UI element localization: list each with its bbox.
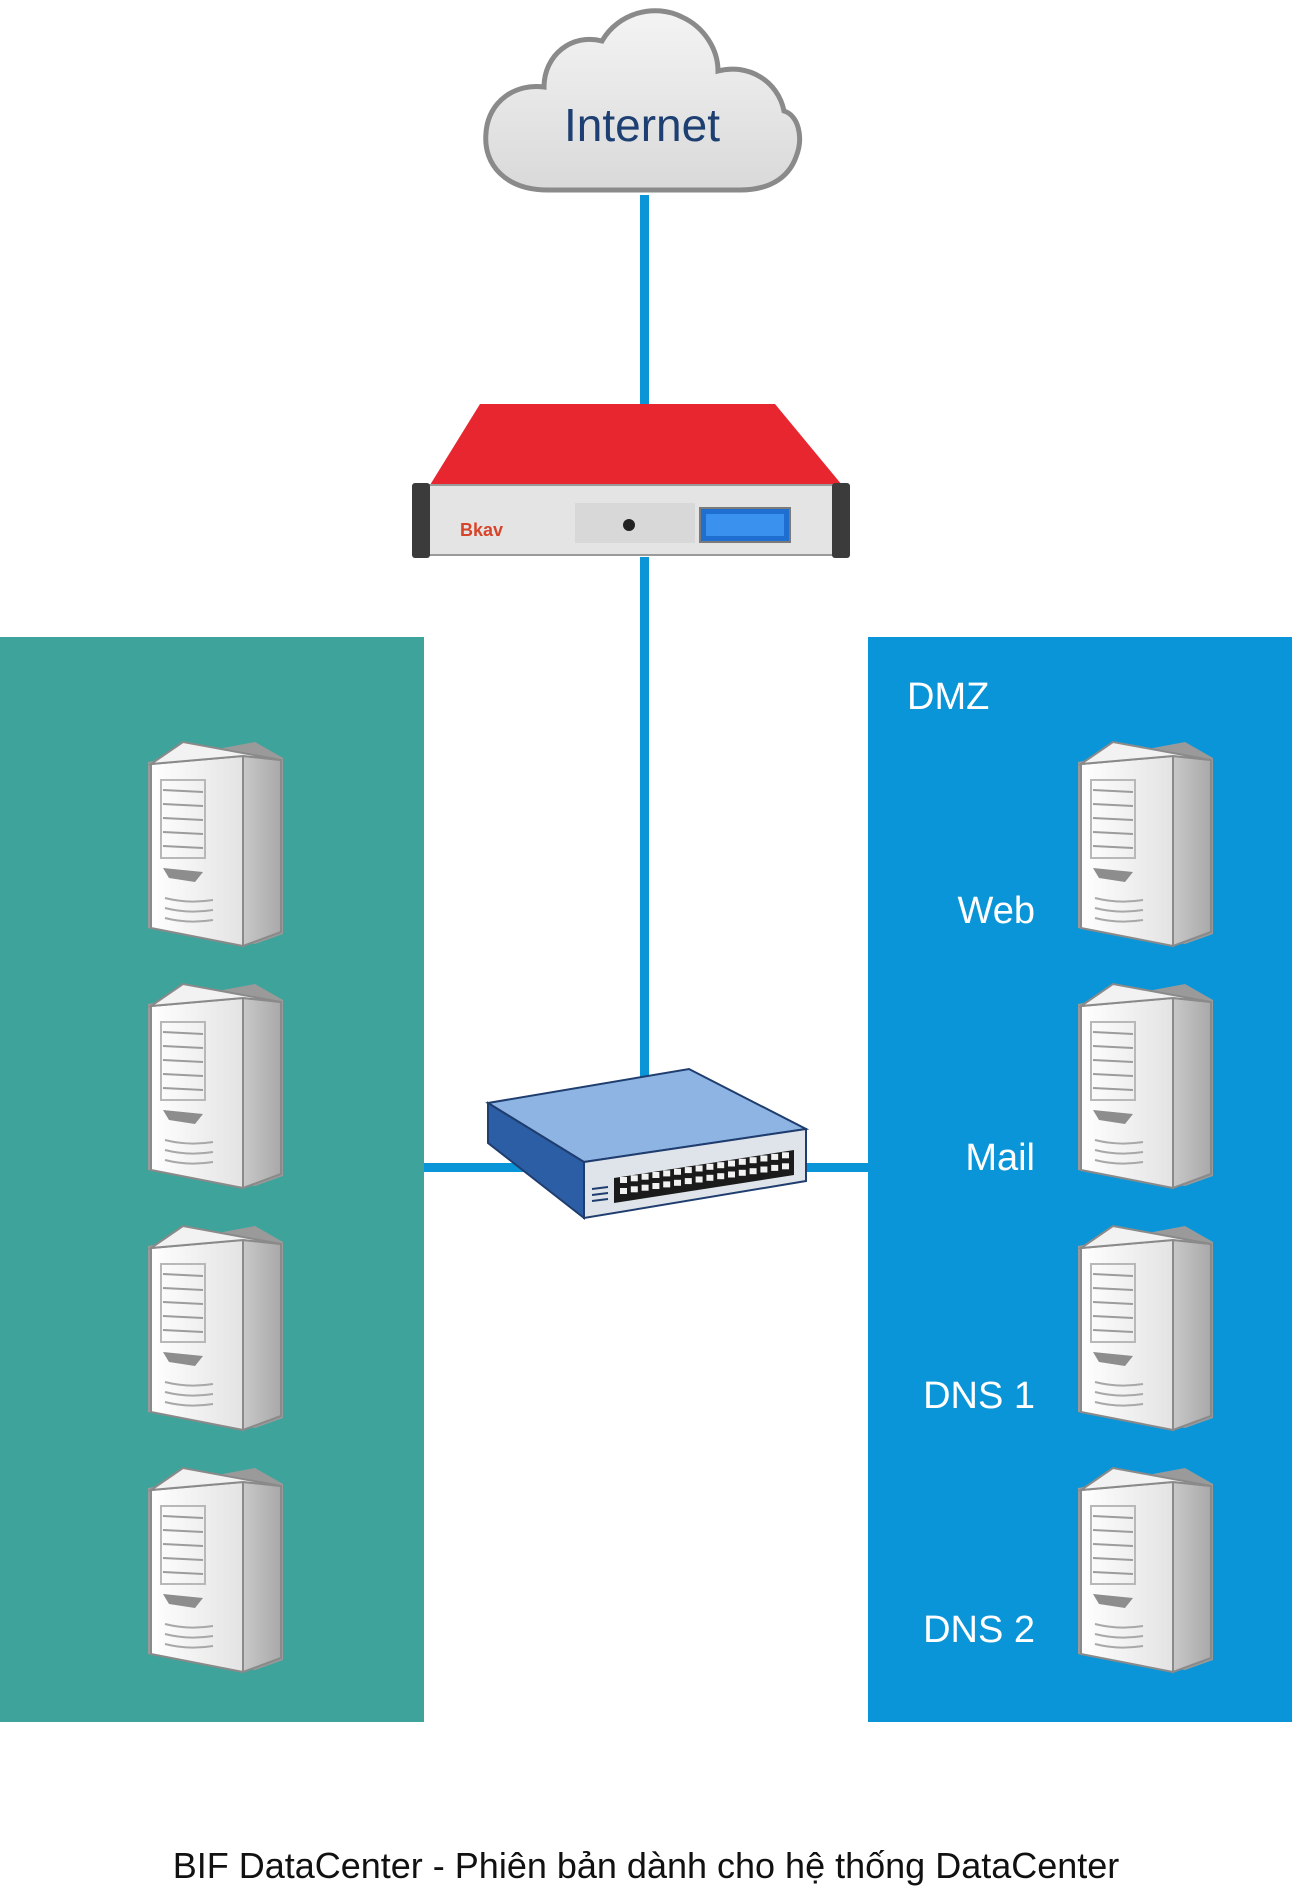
- switch-port: [695, 1165, 703, 1172]
- switch-port: [728, 1160, 735, 1167]
- switch-port: [760, 1166, 768, 1173]
- switch-port: [663, 1170, 671, 1177]
- switch-port: [760, 1155, 768, 1162]
- server-label-web: Web: [957, 890, 1035, 932]
- switch-port: [771, 1164, 779, 1171]
- switch-port: [749, 1157, 757, 1164]
- internet-label: Internet: [564, 99, 720, 151]
- server-label-mail: Mail: [965, 1137, 1035, 1179]
- switch-port: [717, 1162, 725, 1169]
- switch-port: [684, 1178, 692, 1185]
- server-label-dns2: DNS 2: [923, 1609, 1035, 1651]
- link-firewall-switch: [640, 557, 649, 1077]
- dmz-server-mail: [1077, 983, 1214, 1189]
- switch-port: [620, 1188, 627, 1194]
- switch-port: [630, 1175, 638, 1182]
- dmz-server-web: [1077, 741, 1214, 947]
- switch-port: [728, 1171, 735, 1178]
- switch-port: [663, 1181, 671, 1188]
- switch-port: [674, 1179, 681, 1186]
- switch-port: [749, 1168, 757, 1175]
- switch-port: [717, 1173, 725, 1180]
- switch-port: [684, 1167, 692, 1174]
- firewall-appliance: Bkav: [412, 404, 850, 558]
- internal-server-3: [147, 1225, 284, 1431]
- link-internet-firewall: [640, 195, 649, 410]
- dmz-title: DMZ: [907, 676, 990, 718]
- switch-port: [620, 1177, 627, 1183]
- switch-port: [738, 1158, 746, 1165]
- diagram-caption: BIF DataCenter - Phiên bản dành cho hệ t…: [172, 1845, 1120, 1886]
- switch-port: [782, 1163, 789, 1170]
- internal-server-2: [147, 983, 284, 1189]
- switch-port: [652, 1183, 660, 1189]
- cloud-icon: [483, 8, 802, 193]
- switch-port: [674, 1168, 681, 1175]
- switch-port: [652, 1172, 660, 1178]
- switch-port: [641, 1184, 649, 1191]
- network-switch: [485, 1067, 810, 1221]
- firewall-brand-label: Bkav: [460, 520, 503, 540]
- switch-port: [695, 1176, 703, 1183]
- internal-server-1: [147, 741, 284, 947]
- server-label-dns1: DNS 1: [923, 1375, 1035, 1417]
- switch-port: [630, 1186, 638, 1193]
- link-switch-dmz: [804, 1163, 868, 1172]
- switch-port: [706, 1163, 714, 1170]
- dmz-server-dns1: [1077, 1225, 1214, 1431]
- internal-server-4: [147, 1467, 284, 1673]
- dmz-server-dns2: [1077, 1467, 1214, 1673]
- switch-port: [706, 1174, 714, 1181]
- switch-port: [782, 1152, 789, 1159]
- link-switch-internal: [424, 1163, 546, 1172]
- switch-port: [738, 1169, 746, 1176]
- switch-port: [641, 1173, 649, 1180]
- switch-port: [771, 1153, 779, 1160]
